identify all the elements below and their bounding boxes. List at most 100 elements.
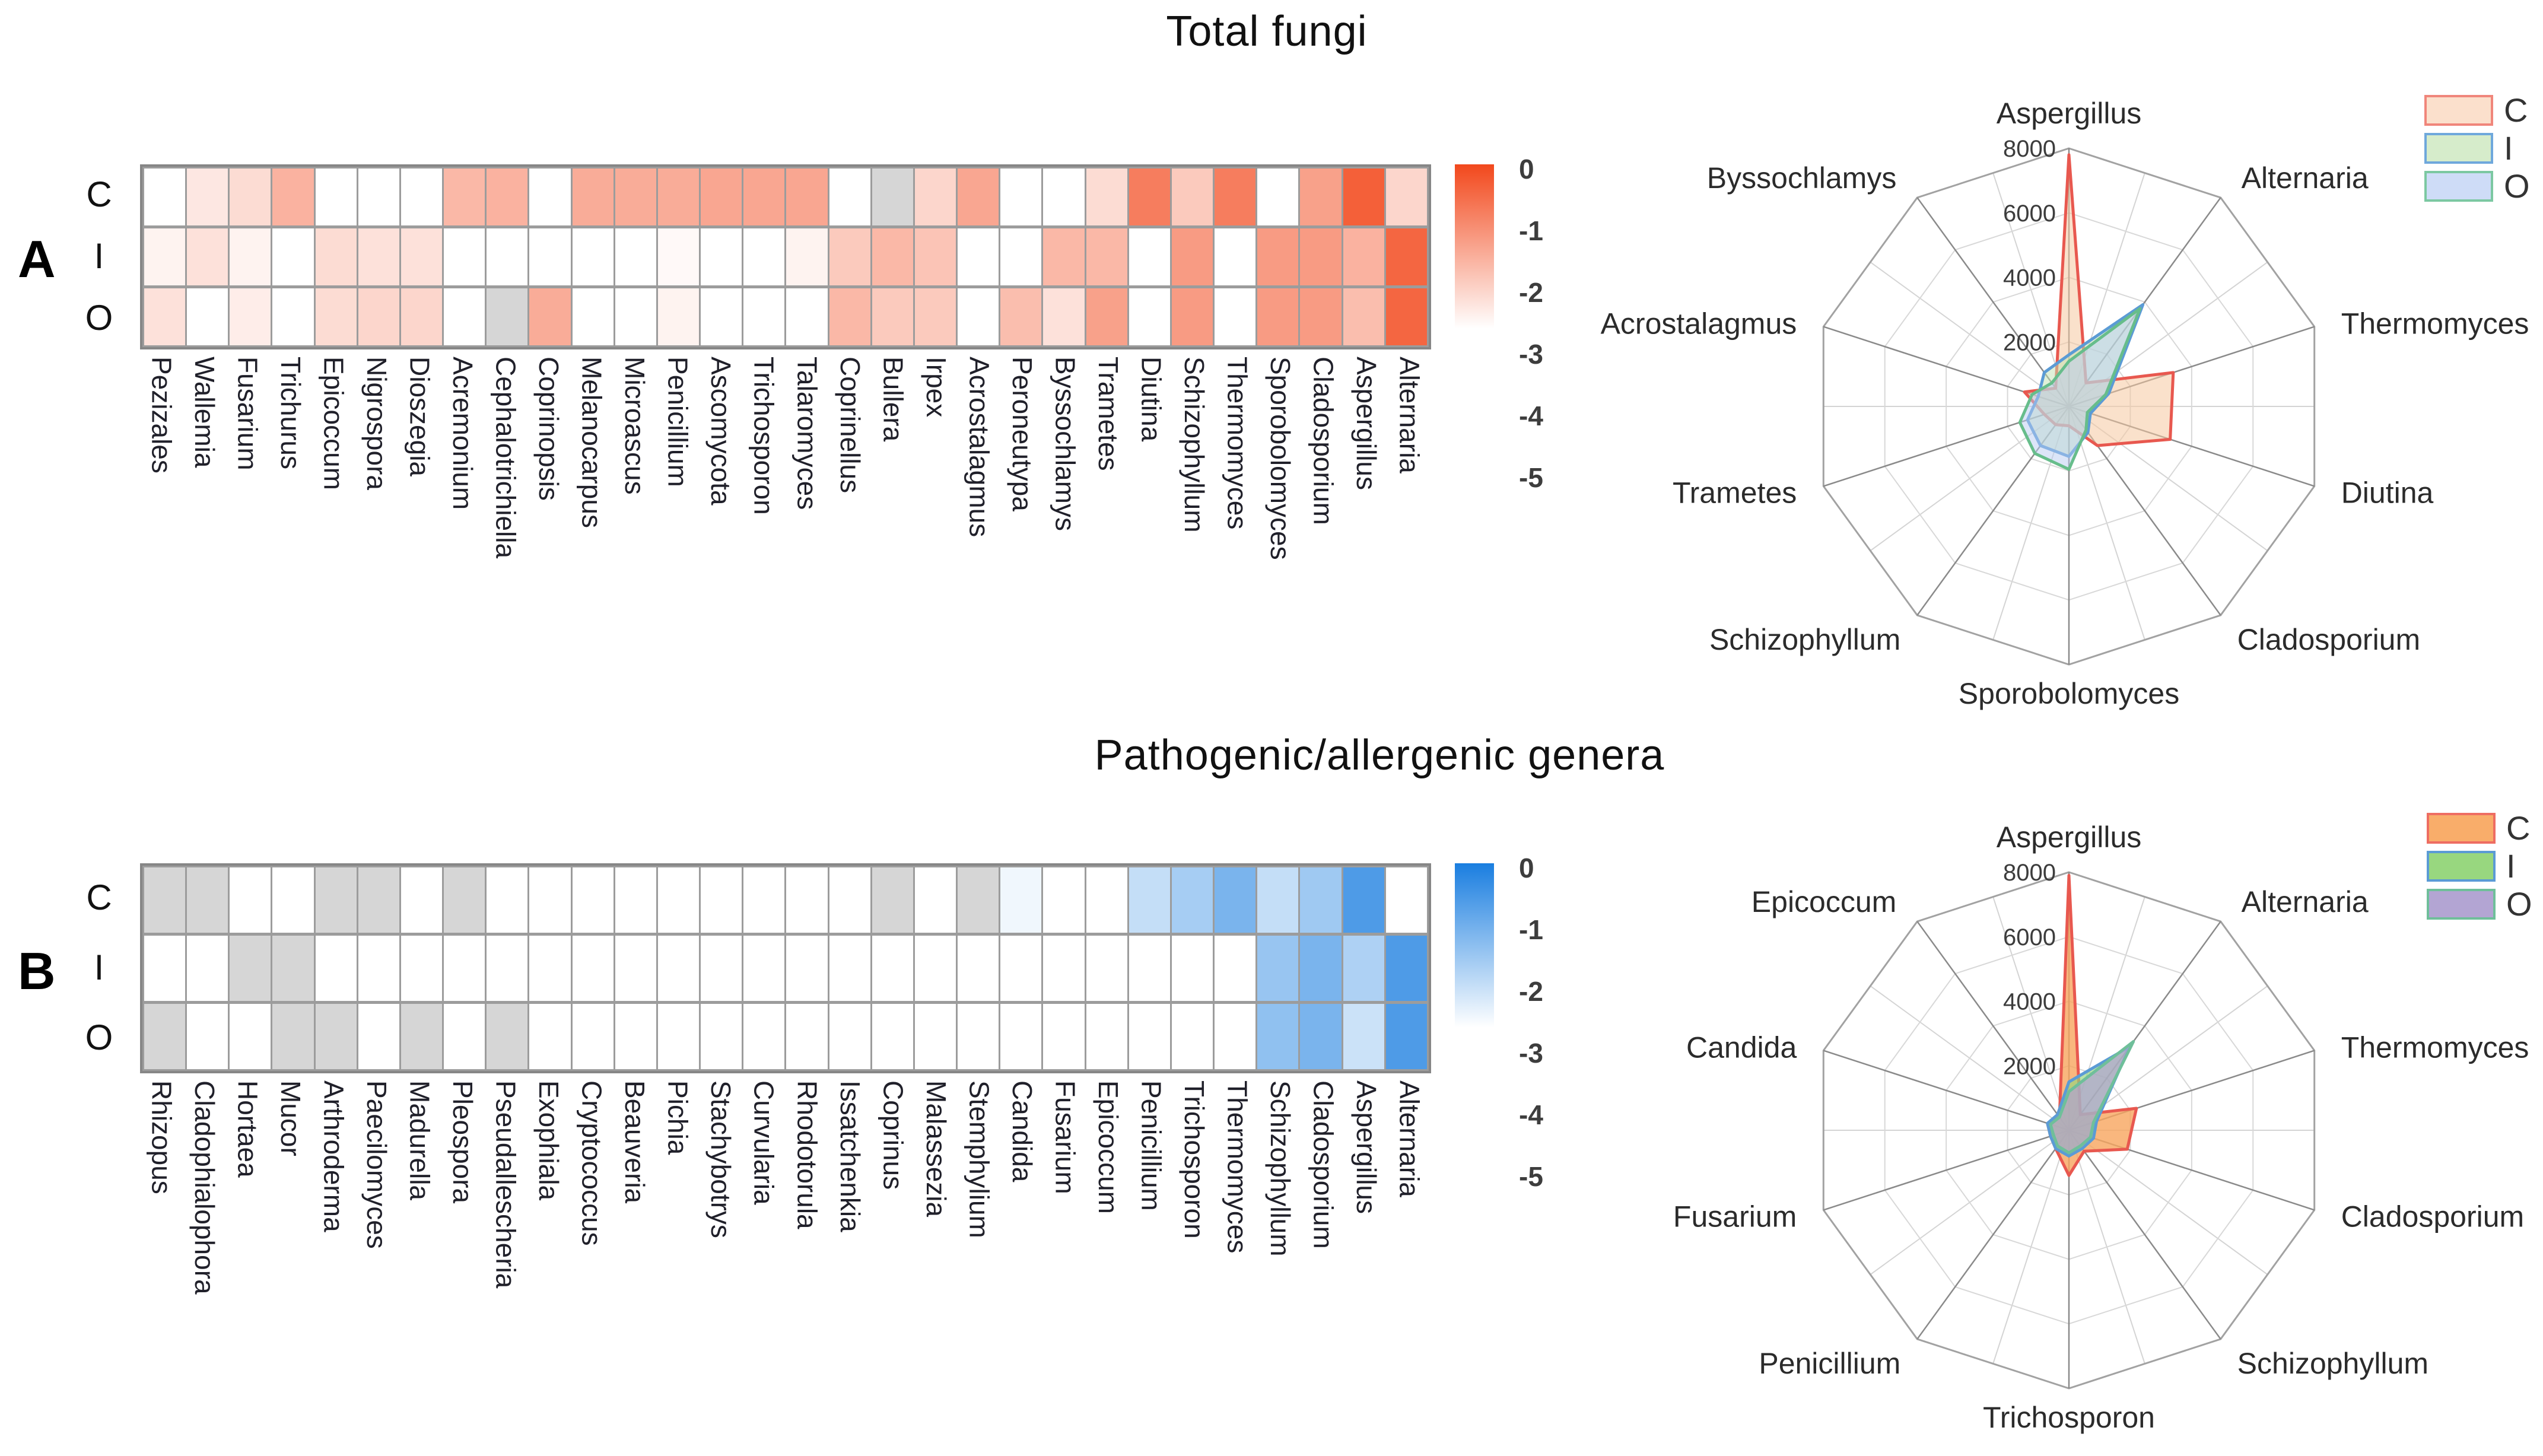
- radial-tick-2000: 2000: [2003, 329, 2056, 355]
- heatmap-col-label-Issatchenkia: Issatchenkia: [823, 1080, 878, 1456]
- grid-spoke: [2068, 197, 2221, 407]
- grid-spoke: [2068, 1129, 2315, 1211]
- heatmap-cell-I-Penicillium: [657, 228, 700, 285]
- radar-axis-label-Schizophyllum: Schizophyllum: [1709, 623, 1900, 656]
- panel-a-title: Total fungi: [1166, 8, 1368, 55]
- grid-spoke: [1823, 326, 2070, 408]
- heatmap-col-label-Schizophyllum: Schizophyllum: [1253, 1080, 1308, 1456]
- heatmap-col-label-Fusarium: Fusarium: [1038, 1080, 1093, 1456]
- heatmap-col-label-text: Arthroderma: [318, 1080, 349, 1232]
- radar-axis-label-Cladosporium: Cladosporium: [2341, 1200, 2524, 1233]
- panel-b-letter: B: [18, 942, 56, 1000]
- heatmap-grid: [140, 863, 1431, 1073]
- heatmap-cell-C-Cryptococcus: [572, 867, 614, 933]
- heatmap-col-label-Rhodotorula: Rhodotorula: [780, 1080, 835, 1456]
- heatmap-col-label-text: Paecilomyces: [361, 1080, 392, 1249]
- colorbar-tick--3: -3: [1519, 1038, 1543, 1069]
- heatmap-col-label-Melanocarpus: Melanocarpus: [564, 357, 619, 736]
- heatmap-cell-I-Hortaea: [230, 936, 271, 1001]
- heatmap-col-label-text: Nigrospora: [361, 357, 392, 490]
- grid-ring-6000: [1884, 936, 2254, 1325]
- heatmap-col-label-text: Rhodotorula: [791, 1080, 823, 1229]
- heatmap-cell-C-Candida: [1000, 867, 1042, 933]
- heatmap-col-label-Irpex: Irpex: [909, 357, 964, 736]
- heatmap-col-label-text: Ascomycota: [705, 357, 737, 506]
- heatmap-col-label-text: Stachybotrys: [705, 1080, 737, 1238]
- grid-mid-spoke: [1992, 173, 2070, 407]
- heatmap-col-label-text: Cladosporium: [1308, 357, 1339, 525]
- heatmap-col-label-text: Hortaea: [232, 1080, 263, 1178]
- heatmap-col-label-Beauveria: Beauveria: [608, 1080, 663, 1456]
- heatmap-col-label-Thermomyces: Thermomyces: [1210, 1080, 1265, 1456]
- heatmap-cell-I-Cladosporium: [1300, 936, 1342, 1001]
- heatmap-cell-I-Diutina: [1129, 228, 1170, 285]
- grid-mid-spoke: [1870, 262, 2070, 407]
- grid-mid-spoke: [1992, 1130, 2070, 1364]
- heatmap-cell-I-Cladophialophora: [187, 936, 228, 1001]
- grid-ring-8000: [1822, 871, 2316, 1390]
- heatmap-cell-I-Fusarium: [230, 228, 271, 285]
- heatmap-cell-I-Cladosporium: [1300, 228, 1342, 285]
- heatmap-cell-O-Stemphylium: [958, 1004, 999, 1069]
- heatmap-col-label-text: Cladophialophora: [189, 1080, 220, 1295]
- heatmap-cell-I-Alternaria: [1385, 936, 1427, 1001]
- heatmap-col-label-text: Cephalotrichiella: [490, 357, 522, 559]
- heatmap-col-label-Arthroderma: Arthroderma: [306, 1080, 361, 1456]
- heatmap-cell-I-Byssochlamys: [1043, 228, 1085, 285]
- heatmap-cell-O-Rhodotorula: [786, 1004, 828, 1069]
- heatmap-cell-I-Acrostalagmus: [958, 228, 999, 285]
- heatmap-cell-C-Acremonium: [444, 169, 485, 225]
- heatmap-col-label-text: Microascus: [619, 357, 651, 495]
- heatmap-cell-O-Coprinellus: [829, 288, 870, 345]
- heatmap-cell-C-Ascomycota: [701, 169, 742, 225]
- radar-axis-label-Penicillium: Penicillium: [1759, 1347, 1900, 1380]
- heatmap-row-label-O: O: [85, 298, 113, 338]
- grid-mid-spoke: [2068, 406, 2268, 551]
- heatmap-col-label-text: Cladosporium: [1308, 1080, 1339, 1249]
- grid-spoke: [1916, 1130, 2070, 1340]
- grid-spoke: [2068, 406, 2221, 616]
- heatmap-cell-I-Acremonium: [444, 228, 485, 285]
- grid-spoke: [2068, 326, 2315, 408]
- legend-swatch-o: [2424, 171, 2493, 202]
- radar-series-C: [2046, 873, 2138, 1177]
- heatmap-col-label-text: Thermomyces: [1222, 357, 1253, 530]
- heatmap-col-label-Cladosporium: Cladosporium: [1296, 1080, 1351, 1456]
- heatmap-col-label-Paecilomyces: Paecilomyces: [349, 1080, 405, 1456]
- grid-ring-8000: [1822, 147, 2316, 666]
- heatmap-cell-O-Dioszegia: [400, 288, 443, 345]
- heatmap-col-label-Madurella: Madurella: [392, 1080, 447, 1456]
- heatmap-cell-O-Malassezia: [914, 1004, 956, 1069]
- heatmap-cell-C-Trichurus: [272, 169, 314, 225]
- heatmap-cell-C-Melanocarpus: [572, 169, 614, 225]
- panel-a-letter: A: [18, 230, 56, 288]
- radar-axis-label-Diutina: Diutina: [2341, 476, 2434, 509]
- heatmap-cell-C-Schizophyllum: [1171, 169, 1213, 225]
- heatmap-cell-O-Epicoccum: [1086, 1004, 1127, 1069]
- heatmap-cell-O-Stachybotrys: [701, 1004, 742, 1069]
- grid-spoke: [1823, 1050, 2070, 1131]
- radar-series-O: [2049, 1039, 2135, 1155]
- heatmap-col-label-text: Fusarium: [232, 357, 263, 471]
- grid-ring-4000: [1946, 1000, 2192, 1260]
- heatmap-cell-C-Talaromyces: [786, 169, 828, 225]
- heatmap-col-label-Curvularia: Curvularia: [736, 1080, 791, 1456]
- radar-axis-label-Sporobolomyces: Sporobolomyces: [1959, 677, 2179, 710]
- heatmap-cell-C-Microascus: [615, 169, 656, 225]
- heatmap-col-label-Epicoccum: Epicoccum: [306, 357, 361, 736]
- heatmap-col-label-text: Fusarium: [1050, 1080, 1081, 1194]
- heatmap-col-label-Cladophialophora: Cladophialophora: [177, 1080, 233, 1456]
- heatmap-col-label-text: Epicoccum: [318, 357, 349, 490]
- heatmap-cell-O-Acremonium: [444, 288, 485, 345]
- heatmap-cell-O-Fusarium: [230, 288, 271, 345]
- heatmap-cell-I-Ascomycota: [701, 228, 742, 285]
- heatmap-col-label-Rhizopus: Rhizopus: [134, 1080, 189, 1456]
- heatmap-cell-O-Trichurus: [272, 288, 314, 345]
- radial-tick-8000: 8000: [2003, 860, 2056, 886]
- heatmap-col-label-Cephalotrichiella: Cephalotrichiella: [478, 357, 533, 736]
- heatmap-cell-I-Coprinopsis: [529, 228, 571, 285]
- grid-spoke: [2068, 921, 2221, 1131]
- heatmap-cell-O-Coprinopsis: [529, 288, 571, 345]
- radar-axis-label-Alternaria: Alternaria: [2242, 161, 2369, 195]
- heatmap-cell-O-Pseudallescheria: [487, 1004, 528, 1069]
